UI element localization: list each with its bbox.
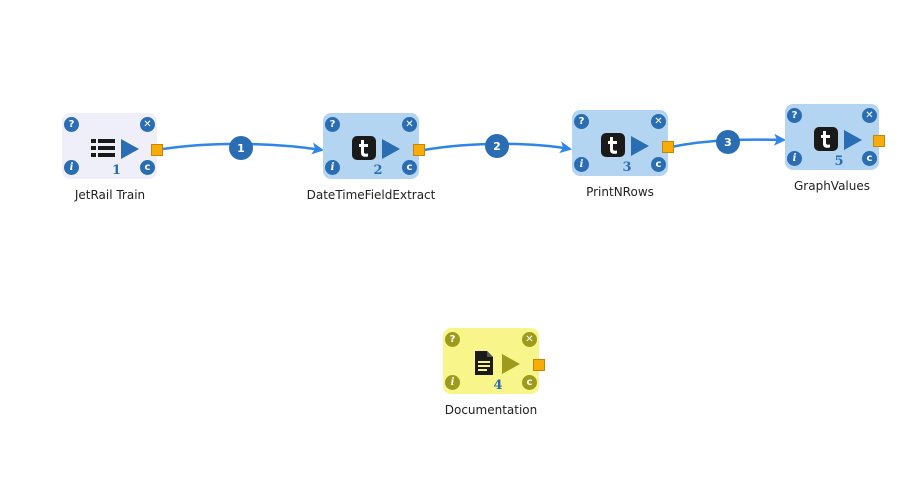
edge-3-label: 3 — [724, 136, 732, 149]
config-icon[interactable]: c — [140, 160, 155, 175]
node-number: 3 — [622, 160, 632, 175]
node-label: DateTimeFieldExtract — [306, 188, 436, 202]
node-label: Documentation — [444, 403, 538, 417]
info-icon[interactable]: i — [787, 151, 802, 166]
run-icon[interactable] — [631, 136, 649, 156]
list-icon — [91, 139, 115, 157]
edge-2-label: 2 — [493, 140, 501, 153]
node-datetimefieldextract[interactable]: ? ✕ i c 2 — [323, 113, 425, 179]
edge-1-label: 1 — [237, 142, 245, 155]
node-number: 4 — [493, 378, 503, 393]
close-icon[interactable]: ✕ — [522, 332, 537, 347]
edge-2[interactable]: 2 — [423, 134, 572, 158]
t-icon — [352, 136, 376, 160]
help-icon[interactable]: ? — [325, 117, 340, 132]
close-icon[interactable]: ✕ — [651, 114, 666, 129]
node-number: 5 — [834, 154, 844, 169]
node-label: PrintNRows — [586, 185, 654, 199]
help-icon[interactable]: ? — [787, 108, 802, 123]
run-icon[interactable] — [502, 354, 520, 374]
info-icon[interactable]: i — [64, 160, 79, 175]
node-label: GraphValues — [793, 179, 871, 193]
output-port[interactable] — [533, 359, 545, 371]
config-icon[interactable]: c — [862, 151, 877, 166]
node-number: 2 — [373, 163, 383, 178]
help-icon[interactable]: ? — [574, 114, 589, 129]
run-icon[interactable] — [844, 130, 862, 150]
config-icon[interactable]: c — [522, 375, 537, 390]
node-printnrows[interactable]: ? ✕ i c 3 — [572, 110, 674, 176]
run-icon[interactable] — [121, 139, 139, 159]
document-icon — [475, 351, 493, 375]
info-icon[interactable]: i — [574, 157, 589, 172]
t-icon — [601, 133, 625, 157]
output-port[interactable] — [151, 144, 163, 156]
t-icon — [814, 127, 838, 151]
node-jetrail-train[interactable]: ? ✕ i c 1 — [62, 113, 163, 179]
edge-3[interactable]: 3 — [670, 130, 786, 154]
node-graphvalues[interactable]: ? ✕ i c 5 — [785, 104, 885, 170]
config-icon[interactable]: c — [651, 157, 666, 172]
node-number: 1 — [111, 163, 122, 178]
help-icon[interactable]: ? — [64, 117, 79, 132]
output-port[interactable] — [873, 135, 885, 147]
close-icon[interactable]: ✕ — [402, 117, 417, 132]
run-icon[interactable] — [382, 139, 400, 159]
node-label: JetRail Train — [74, 188, 146, 202]
edge-1[interactable]: 1 — [162, 136, 324, 160]
info-icon[interactable]: i — [325, 160, 340, 175]
help-icon[interactable]: ? — [445, 332, 460, 347]
close-icon[interactable]: ✕ — [862, 108, 877, 123]
output-port[interactable] — [413, 144, 425, 156]
config-icon[interactable]: c — [402, 160, 417, 175]
close-icon[interactable]: ✕ — [140, 117, 155, 132]
node-documentation[interactable]: ? ✕ i c 4 — [443, 328, 545, 394]
info-icon[interactable]: i — [445, 375, 460, 390]
output-port[interactable] — [662, 141, 674, 153]
